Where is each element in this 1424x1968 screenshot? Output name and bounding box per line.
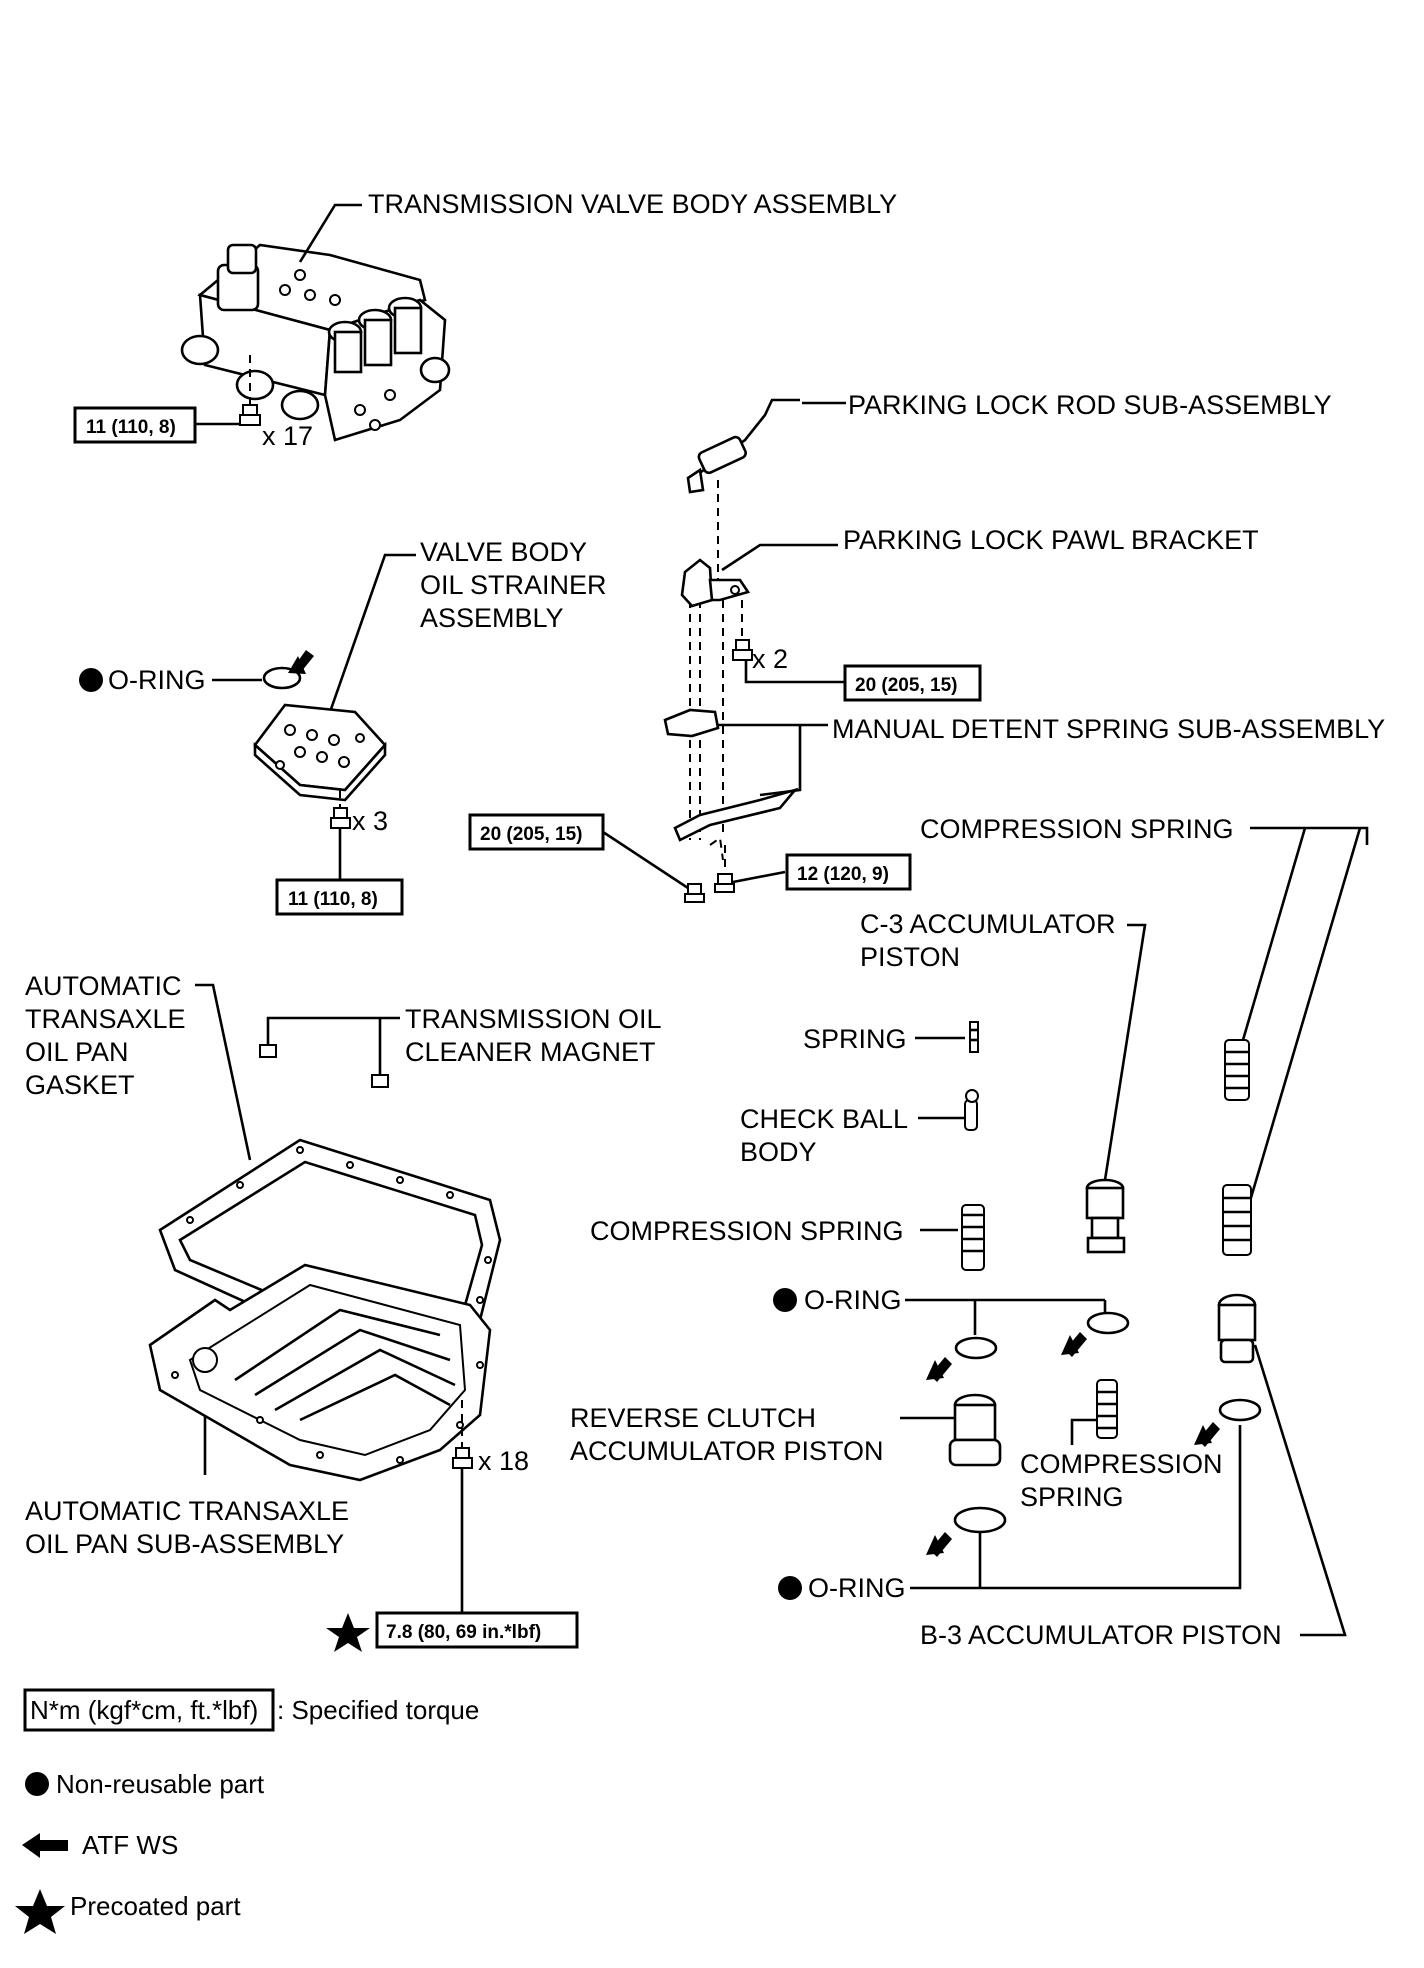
torque-box-valve-body (73, 406, 197, 444)
legend-atf: ATF WS (82, 1830, 178, 1860)
label-reverse-1: REVERSE CLUTCH (570, 1403, 816, 1433)
label-oilpan-2: OIL PAN SUB-ASSEMBLY (25, 1529, 344, 1559)
label-b3: B-3 ACCUMULATOR PISTON (920, 1620, 1282, 1650)
label-compression-spring-mid: COMPRESSION SPRING (590, 1216, 904, 1246)
torque-detent-20: 20 (205, 15) (480, 824, 582, 845)
label-magnet-2: CLEANER MAGNET (405, 1037, 656, 1067)
o-ring-mid-left (954, 1336, 998, 1360)
atf-arrow-icon (926, 1357, 952, 1382)
parking-lock-pawl-bracket (680, 558, 751, 608)
atf-arrow-icon (926, 1532, 952, 1557)
compression-spring-right-top (1224, 1039, 1250, 1101)
label-compression-spring-top: COMPRESSION SPRING (920, 814, 1234, 844)
legend-precoated: Precoated part (70, 1891, 241, 1921)
reverse-clutch-accumulator-piston (948, 1393, 1002, 1467)
spring-part (969, 1021, 979, 1053)
valve-body-oil-strainer (253, 703, 387, 802)
label-compression-bottom-2: SPRING (1020, 1482, 1124, 1512)
c3-accumulator-piston (1085, 1178, 1126, 1254)
torque-box-oilpan (375, 1611, 579, 1649)
label-c3-1: C-3 ACCUMULATOR (860, 909, 1116, 939)
parking-lock-rod (686, 398, 800, 494)
bolt-icon (684, 883, 705, 903)
label-oring-strainer: O-RING (108, 665, 206, 695)
o-ring-bottom (953, 1506, 1007, 1534)
label-parking-pawl: PARKING LOCK PAWL BRACKET (843, 525, 1259, 555)
label-spring: SPRING (803, 1024, 907, 1054)
count-x2: x 2 (752, 644, 788, 674)
legend-torque-label: N*m (kgf*cm, ft.*lbf) (30, 1695, 258, 1725)
check-ball-body (964, 1089, 979, 1131)
bolt-icon (452, 1447, 473, 1469)
label-gasket-1: AUTOMATIC (25, 971, 182, 1001)
legend-torque-text: : Specified torque (277, 1695, 479, 1725)
atf-arrow-icon (288, 650, 314, 674)
bolt-icon (714, 873, 735, 893)
bolt-icon (330, 807, 351, 829)
label-reverse-2: ACCUMULATOR PISTON (570, 1436, 884, 1466)
star-icon (326, 1613, 370, 1652)
arrow-left-icon (22, 1833, 68, 1858)
label-parking-rod: PARKING LOCK ROD SUB-ASSEMBLY (848, 390, 1332, 420)
count-x3: x 3 (352, 806, 388, 836)
torque-detent-12: 12 (120, 9) (797, 864, 889, 885)
label-strainer-2: OIL STRAINER (420, 570, 607, 600)
legend-nonreusable: Non-reusable part (56, 1769, 265, 1799)
compression-spring-right-bottom (1222, 1184, 1252, 1256)
filled-circle-icon (25, 1772, 49, 1796)
o-ring-b3 (1218, 1398, 1262, 1422)
legend-torque-box (23, 1688, 275, 1732)
torque-valve-body: 11 (110, 8) (86, 417, 176, 438)
label-valve-body: TRANSMISSION VALVE BODY ASSEMBLY (368, 189, 897, 219)
label-manual-detent: MANUAL DETENT SPRING SUB-ASSEMBLY (832, 714, 1385, 744)
label-check-ball-2: BODY (740, 1137, 817, 1167)
star-icon (15, 1889, 65, 1934)
atf-arrow-icon (1194, 1422, 1220, 1447)
torque-box-detent-20 (468, 813, 605, 851)
nonreusable-icon (778, 1576, 802, 1600)
torque-oilpan: 7.8 (80, 69 in.*lbf) (386, 1622, 541, 1643)
torque-box-detent-12 (785, 853, 912, 891)
label-strainer-3: ASSEMBLY (420, 603, 564, 633)
torque-pawl: 20 (205, 15) (855, 675, 957, 696)
bolt-icon (732, 639, 753, 661)
torque-strainer: 11 (110, 8) (288, 889, 378, 910)
label-compression-bottom-1: COMPRESSION (1020, 1449, 1223, 1479)
compression-spring-bottom (1096, 1379, 1118, 1439)
o-ring-mid-right (1086, 1311, 1130, 1335)
magnet-part (259, 1044, 277, 1058)
count-x17: x 17 (262, 421, 313, 451)
label-c3-2: PISTON (860, 942, 960, 972)
compression-spring-mid (961, 1204, 985, 1271)
oil-pan-sub-assembly (148, 1263, 492, 1482)
torque-box-strainer (275, 878, 404, 916)
nonreusable-icon (79, 668, 103, 692)
label-oring-mid: O-RING (804, 1285, 902, 1315)
b3-accumulator-piston (1217, 1293, 1257, 1364)
label-gasket-3: OIL PAN (25, 1037, 129, 1067)
label-oilpan-1: AUTOMATIC TRANSAXLE (25, 1496, 349, 1526)
count-x18: x 18 (478, 1446, 529, 1476)
label-gasket-2: TRANSAXLE (25, 1004, 186, 1034)
torque-box-pawl (843, 664, 982, 702)
label-gasket-4: GASKET (25, 1070, 135, 1100)
manual-detent-spring (663, 708, 799, 842)
bolt-icon (239, 404, 261, 426)
atf-arrow-icon (1061, 1332, 1087, 1357)
magnet-part (371, 1074, 389, 1088)
nonreusable-icon (773, 1288, 797, 1312)
valve-body-assembly (180, 243, 451, 442)
label-oring-bottom: O-RING (808, 1573, 906, 1603)
label-strainer-1: VALVE BODY (420, 537, 587, 567)
label-check-ball-1: CHECK BALL (740, 1104, 908, 1134)
label-magnet-1: TRANSMISSION OIL (405, 1004, 662, 1034)
